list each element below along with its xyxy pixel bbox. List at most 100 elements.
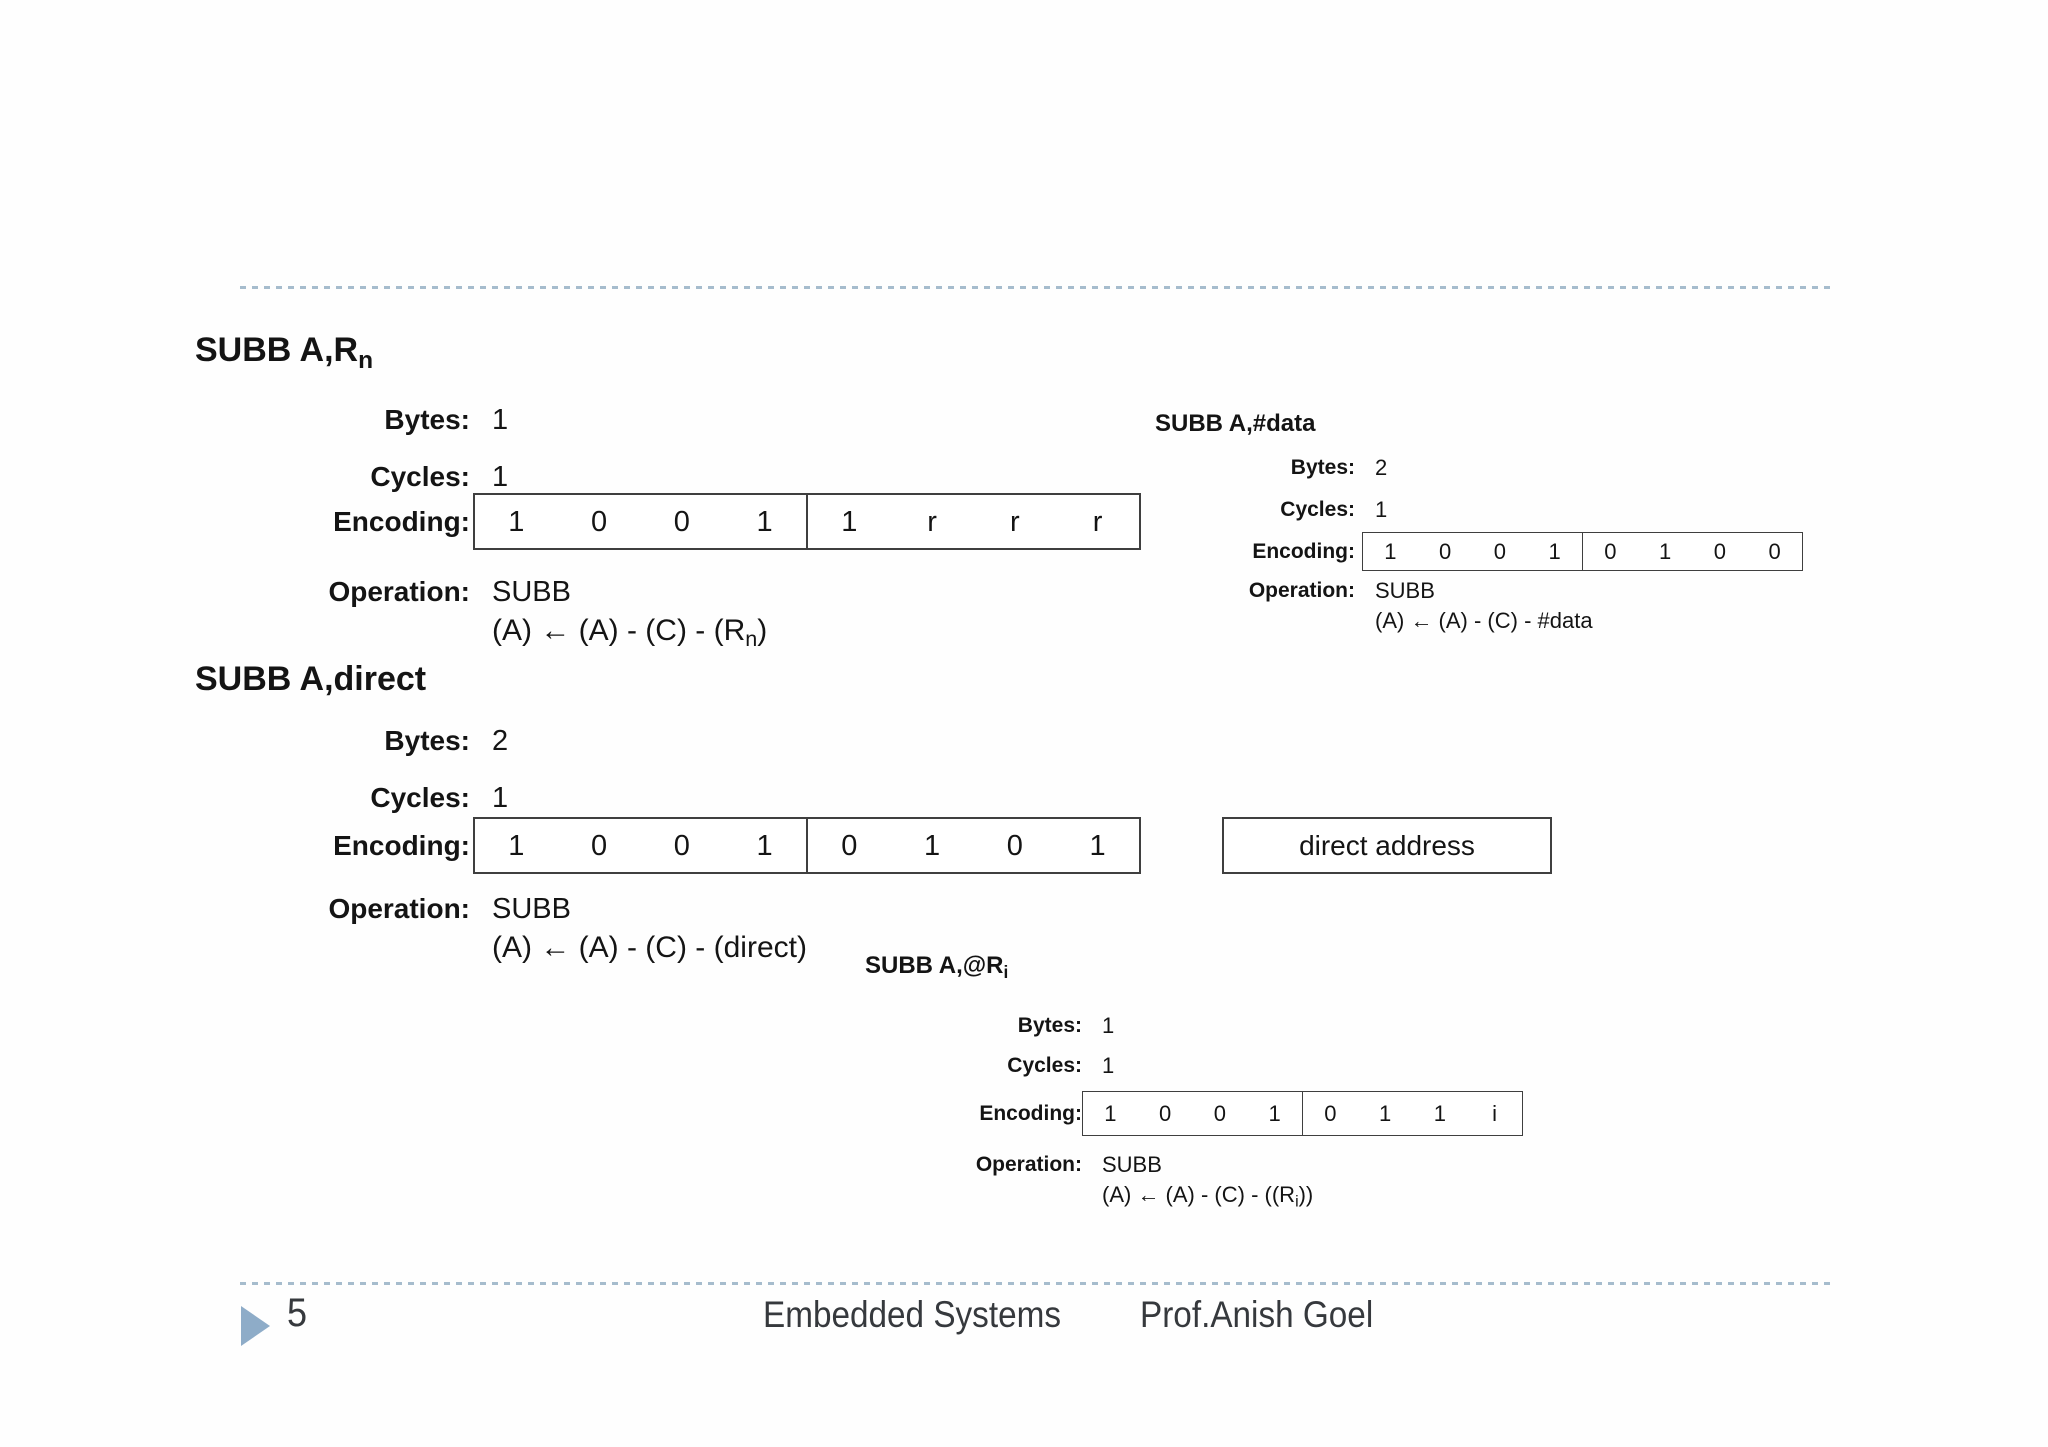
bit-cell: r [1092, 505, 1103, 538]
bit-cell: 0 [1159, 1101, 1172, 1126]
formula-text: (A) ← (A) - (C) - ((R [1102, 1182, 1296, 1207]
instruction-block-subb-a-data: SUBB A,#data Bytes: 2 Cycles: 1 Encoding… [1155, 411, 1955, 671]
bit-cell: 0 [1302, 1092, 1358, 1135]
encoding-label: Encoding: [979, 1102, 1082, 1125]
instruction-title-text: SUBB A,#data [1155, 410, 1316, 437]
bytes-value: 2 [1375, 455, 1388, 480]
operation-label: Operation: [1248, 579, 1355, 602]
bit-cell: 0 [1768, 539, 1781, 564]
cycles-label: Cycles: [1280, 498, 1355, 521]
operation-value: SUBB (A) ← (A) - (C) - (Rn) [492, 576, 767, 655]
encoding-box: 1 0 0 1 0 1 0 1 [473, 817, 1141, 874]
operation-mnemonic: SUBB [492, 893, 571, 925]
operation-formula: (A) ← (A) - (C) - (direct) [492, 932, 807, 972]
direct-address-label: direct address [1299, 829, 1475, 861]
bit-cell: 0 [1713, 539, 1726, 564]
formula-subscript: n [745, 626, 758, 652]
formula-text: (A) ← (A) - (C) - #data [1375, 608, 1593, 633]
bit-cell: 0 [1439, 539, 1452, 564]
cycles-row: Cycles: 1 [865, 1053, 1114, 1078]
cycles-label: Cycles: [370, 782, 470, 813]
bit-cell: 0 [1213, 1101, 1226, 1126]
operation-value: SUBB (A) ← (A) - (C) - (direct) [492, 893, 807, 972]
cycles-value: 1 [492, 461, 509, 493]
operation-mnemonic: SUBB [492, 576, 571, 608]
bit-cell: 0 [591, 829, 608, 862]
bit-cell: 0 [673, 505, 690, 538]
encoding-row: Encoding: 1 0 0 1 1 r r r [195, 493, 1141, 550]
slide-number-arrow-icon [241, 1306, 270, 1346]
instruction-block-subb-a-direct: SUBB A,direct Bytes: 2 Cycles: 1 Encodin… [195, 662, 1695, 993]
bit-cell: 1 [1268, 1101, 1281, 1126]
instruction-title-text: SUBB A,R [195, 331, 359, 369]
bit-cell: r [927, 505, 937, 538]
encoding-label: Encoding: [333, 829, 470, 861]
operation-row: Operation: SUBB (A) ← (A) - (C) - #data [1155, 578, 1593, 640]
operation-value: SUBB (A) ← (A) - (C) - ((Ri)) [1102, 1152, 1313, 1214]
operation-formula: (A) ← (A) - (C) - (Rn) [492, 615, 767, 655]
bit-cell: 0 [806, 819, 891, 872]
formula-text: (A) ← (A) - (C) - (direct) [492, 931, 807, 964]
encoding-row: Encoding: 1 0 0 1 0 1 1 i [865, 1091, 1523, 1136]
operation-row: Operation: SUBB (A) ← (A) - (C) - (Rn) [195, 576, 767, 655]
direct-address-box: direct address [1222, 817, 1552, 874]
instruction-title-subscript: n [358, 346, 374, 374]
formula-text: (A) ← (A) - (C) - (R [492, 614, 746, 647]
instruction-title: SUBB A,#data [1155, 411, 1315, 443]
instruction-title-subscript: i [1003, 961, 1009, 982]
bit-cell: 1 [924, 829, 941, 862]
encoding-box: 1 0 0 1 0 1 0 0 [1362, 532, 1803, 571]
instruction-block-subb-a-rn: SUBB A,Rn Bytes: 1 Cycles: 1 Encoding: 1… [195, 331, 1695, 664]
bytes-value: 1 [1102, 1013, 1115, 1038]
top-dashed-divider [240, 286, 1833, 289]
bit-cell: 1 [1384, 539, 1397, 564]
operation-mnemonic: SUBB [1102, 1152, 1162, 1177]
bytes-row: Bytes: 2 [195, 725, 508, 757]
cycles-row: Cycles: 1 [195, 782, 508, 814]
encoding-row: Encoding: 1 0 0 1 0 1 0 1 [195, 817, 1141, 874]
operation-label: Operation: [975, 1153, 1082, 1176]
encoding-label: Encoding: [333, 505, 470, 537]
bit-cell: 0 [1582, 533, 1638, 570]
bit-cell: 1 [756, 829, 773, 862]
bit-cell: 1 [1548, 539, 1561, 564]
bottom-dashed-divider [240, 1282, 1833, 1285]
bit-cell: r [1010, 505, 1020, 538]
bit-cell: 1 [1089, 829, 1106, 862]
bit-cell: 1 [806, 495, 891, 548]
bit-cell: 1 [508, 505, 525, 538]
footer-course-name: Embedded Systems [763, 1294, 1061, 1335]
bit-cell: 1 [756, 505, 773, 538]
operation-formula: (A) ← (A) - (C) - #data [1375, 608, 1593, 640]
operation-mnemonic: SUBB [1375, 578, 1435, 603]
cycles-label: Cycles: [370, 461, 470, 492]
cycles-value: 1 [1102, 1053, 1115, 1078]
encoding-box: 1 0 0 1 0 1 1 i [1082, 1091, 1523, 1136]
footer-page-number: 5 [287, 1291, 308, 1335]
instruction-title: SUBB A,Rn [195, 331, 374, 377]
cycles-row: Cycles: 1 [195, 461, 508, 493]
bit-cell: 0 [591, 505, 608, 538]
instruction-block-subb-a-ri: SUBB A,@Ri Bytes: 1 Cycles: 1 Encoding: … [865, 953, 1665, 1233]
bit-cell: 0 [1493, 539, 1506, 564]
bytes-row: Bytes: 1 [195, 404, 508, 436]
bytes-value: 2 [492, 725, 509, 757]
footer-author-name: Prof.Anish Goel [1140, 1294, 1374, 1335]
formula-subscript: i [1295, 1193, 1299, 1211]
operation-label: Operation: [328, 576, 470, 607]
bit-cell: 1 [1433, 1101, 1446, 1126]
bit-cell: i [1492, 1101, 1498, 1126]
bytes-label: Bytes: [384, 404, 470, 435]
operation-row: Operation: SUBB (A) ← (A) - (C) - (direc… [195, 893, 807, 972]
bit-cell: 1 [1379, 1101, 1392, 1126]
operation-label: Operation: [328, 893, 470, 924]
encoding-box: 1 0 0 1 1 r r r [473, 493, 1141, 550]
encoding-label: Encoding: [1252, 540, 1355, 563]
operation-formula: (A) ← (A) - (C) - ((Ri)) [1102, 1182, 1313, 1214]
instruction-title-text: SUBB A,@R [865, 952, 1004, 979]
bytes-row: Bytes: 2 [1155, 455, 1387, 480]
bytes-label: Bytes: [1017, 1014, 1082, 1037]
operation-row: Operation: SUBB (A) ← (A) - (C) - ((Ri)) [865, 1152, 1313, 1214]
cycles-label: Cycles: [1007, 1054, 1082, 1077]
